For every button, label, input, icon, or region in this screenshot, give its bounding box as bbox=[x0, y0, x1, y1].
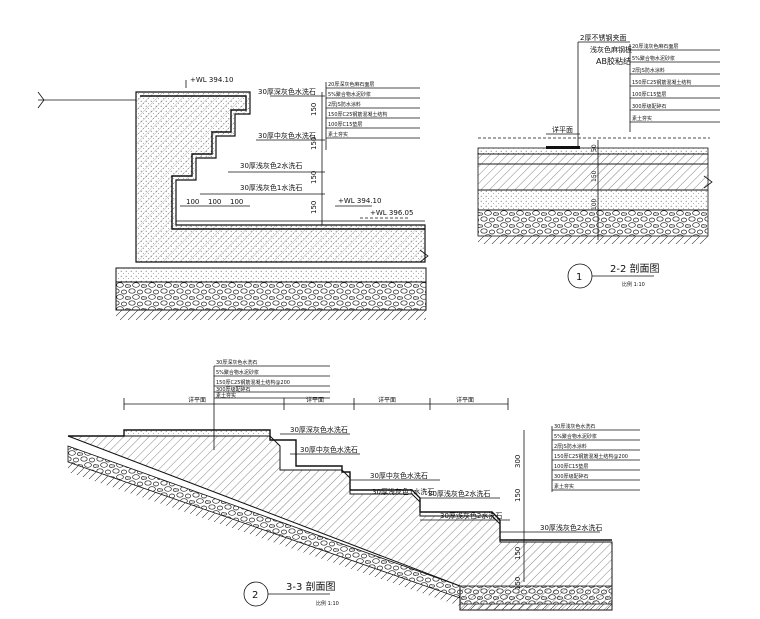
dim-h-1: 100 bbox=[186, 198, 199, 206]
svg-text:详平面: 详平面 bbox=[378, 396, 396, 404]
mortar-layer bbox=[477, 153, 709, 165]
svg-text:150厚C25钢筋混凝土结构: 150厚C25钢筋混凝土结构 bbox=[632, 79, 691, 86]
break-symbol-right bbox=[419, 249, 429, 263]
step-label-1: 30厚深灰色水洗石 bbox=[258, 87, 316, 96]
svg-text:详平面: 详平面 bbox=[456, 396, 474, 404]
section-3-detail: 详平面 详平面 详平面 详平面 30厚深灰色水洗石 30厚中灰色水洗石 30厚中… bbox=[67, 359, 640, 611]
gravel-layer-2 bbox=[477, 209, 709, 237]
gravel-layer bbox=[115, 281, 427, 311]
svg-text:详平面: 详平面 bbox=[188, 396, 206, 404]
svg-text:30厚深灰色水洗石: 30厚深灰色水洗石 bbox=[216, 359, 257, 366]
spec-callout-2: 20厚浅灰色麻石面层 5%聚合物水泥砂浆 2厚JS防水涂料 150厚C25钢筋混… bbox=[630, 43, 720, 123]
svg-text:150: 150 bbox=[514, 577, 522, 590]
svg-text:30厚深灰色水洗石: 30厚深灰色水洗石 bbox=[290, 425, 348, 434]
section-2-number: 1 bbox=[576, 272, 582, 283]
svg-text:300厚级配碎石: 300厚级配碎石 bbox=[554, 473, 589, 480]
svg-text:30厚浅灰色水洗石: 30厚浅灰色水洗石 bbox=[554, 423, 595, 430]
dim-detail-label: 详平面 bbox=[552, 125, 573, 134]
spec-callout-3-top: 30厚深灰色水洗石 5%聚合物水泥砂浆 150厚C25钢筋混凝土结构@200 3… bbox=[214, 359, 330, 399]
spec-callout-3-right: 30厚浅灰色水洗石 5%聚合物水泥砂浆 2厚JS防水涂料 150厚C25钢筋混凝… bbox=[552, 423, 640, 491]
elevation-top-label: +WL 394.10 bbox=[190, 76, 233, 84]
svg-text:素土夯实: 素土夯实 bbox=[632, 115, 652, 122]
svg-text:2厚JS防水涂料: 2厚JS防水涂料 bbox=[328, 101, 361, 108]
svg-text:素土夯实: 素土夯实 bbox=[554, 483, 574, 490]
callout-line-1: 2厚不锈钢夹面 bbox=[580, 33, 626, 42]
section-1-detail: +WL 394.10 30厚深灰色水洗石 30厚中灰色水洗石 30厚浅灰色2水洗… bbox=[37, 76, 429, 320]
sloped-soil bbox=[68, 462, 460, 606]
pool-liner bbox=[175, 184, 425, 222]
dim-h-2: 100 bbox=[208, 198, 221, 206]
step-label-3: 30厚浅灰色2水洗石 bbox=[240, 161, 302, 170]
section-2-detail: 详平面 50 150 100 2厚不锈钢夹面 浅灰色麻钢板 AB胶粘结 20厚浅… bbox=[477, 33, 720, 289]
dim-v-2: 150 bbox=[310, 137, 318, 150]
svg-text:150厚C25钢筋混凝土结构: 150厚C25钢筋混凝土结构 bbox=[328, 111, 387, 118]
svg-text:150厚C25钢筋混凝土结构@200: 150厚C25钢筋混凝土结构@200 bbox=[216, 379, 290, 386]
break-symbol bbox=[37, 91, 45, 109]
svg-text:150厚C25钢筋混凝土结构@200: 150厚C25钢筋混凝土结构@200 bbox=[554, 453, 628, 460]
svg-text:5%聚合物水泥砂浆: 5%聚合物水泥砂浆 bbox=[632, 55, 675, 62]
svg-text:150: 150 bbox=[591, 170, 598, 182]
elevation-water-label: +WL 396.05 bbox=[370, 209, 413, 217]
soil-layer-2 bbox=[478, 236, 708, 244]
svg-text:2厚JS防水涂料: 2厚JS防水涂料 bbox=[554, 443, 587, 450]
svg-text:素土夯实: 素土夯实 bbox=[216, 392, 236, 399]
svg-text:5%聚合物水泥砂浆: 5%聚合物水泥砂浆 bbox=[328, 91, 371, 98]
concrete-hatch bbox=[136, 92, 425, 262]
stone-facing-outline bbox=[140, 95, 425, 230]
svg-text:50: 50 bbox=[591, 144, 598, 152]
step-label-2: 30厚中灰色水洗石 bbox=[258, 131, 316, 140]
svg-text:300厚级配碎石: 300厚级配碎石 bbox=[216, 386, 251, 393]
svg-text:素土夯实: 素土夯实 bbox=[328, 131, 348, 138]
svg-text:20厚深灰色麻石面层: 20厚深灰色麻石面层 bbox=[328, 81, 374, 88]
section-3-number: 2 bbox=[252, 590, 258, 601]
svg-text:详平面: 详平面 bbox=[306, 396, 324, 404]
soil-layer bbox=[116, 310, 426, 320]
svg-text:150: 150 bbox=[514, 547, 522, 560]
callout-line-2: 浅灰色麻钢板 bbox=[590, 45, 632, 54]
section-2-title: 2-2 剖面图 bbox=[610, 262, 660, 275]
svg-text:30厚浅灰色2水洗石: 30厚浅灰色2水洗石 bbox=[428, 489, 490, 498]
svg-text:100厚C15垫层: 100厚C15垫层 bbox=[554, 463, 588, 470]
section-2-scale: 比例 1:10 bbox=[622, 281, 645, 288]
dim-v-3: 150 bbox=[310, 171, 318, 184]
svg-text:30厚浅灰色2水洗石: 30厚浅灰色2水洗石 bbox=[440, 511, 502, 520]
elevation-pool-label: +WL 394.10 bbox=[338, 197, 381, 205]
svg-text:100: 100 bbox=[591, 198, 598, 210]
svg-text:300: 300 bbox=[514, 455, 522, 468]
concrete-layer bbox=[477, 163, 709, 191]
step-label-4: 30厚浅灰色1水洗石 bbox=[240, 183, 302, 192]
svg-text:30厚中灰色水洗石: 30厚中灰色水洗石 bbox=[370, 471, 428, 480]
svg-text:100厚C15垫层: 100厚C15垫层 bbox=[632, 91, 666, 98]
stair-body bbox=[67, 435, 613, 611]
base-slab bbox=[115, 267, 427, 283]
svg-text:100厚C15垫层: 100厚C15垫层 bbox=[328, 121, 362, 128]
steel-strip bbox=[546, 146, 580, 149]
svg-text:30厚浅灰色2水洗石: 30厚浅灰色2水洗石 bbox=[540, 523, 602, 532]
svg-text:300厚级配碎石: 300厚级配碎石 bbox=[632, 103, 667, 110]
svg-text:5%聚合物水泥砂浆: 5%聚合物水泥砂浆 bbox=[554, 433, 597, 440]
dim-h-3: 100 bbox=[230, 198, 243, 206]
spec-callout-1: 20厚深灰色麻石面层 5%聚合物水泥砂浆 2厚JS防水涂料 150厚C25钢筋混… bbox=[326, 81, 420, 139]
section-3-scale: 比例 1:10 bbox=[316, 600, 339, 607]
callout-line-3: AB胶粘结 bbox=[596, 56, 631, 66]
svg-text:30厚中灰色水洗石: 30厚中灰色水洗石 bbox=[300, 445, 358, 454]
svg-text:30厚浅灰色1水洗石: 30厚浅灰色1水洗石 bbox=[372, 487, 434, 496]
svg-text:5%聚合物水泥砂浆: 5%聚合物水泥砂浆 bbox=[216, 369, 259, 376]
svg-text:150: 150 bbox=[514, 489, 522, 502]
dim-v-1: 150 bbox=[310, 103, 318, 116]
svg-text:20厚浅灰色麻石面层: 20厚浅灰色麻石面层 bbox=[632, 43, 678, 50]
section-3-title: 3-3 剖面图 bbox=[286, 580, 336, 593]
svg-text:2厚JS防水涂料: 2厚JS防水涂料 bbox=[632, 67, 665, 74]
dim-v-4: 150 bbox=[310, 201, 318, 214]
